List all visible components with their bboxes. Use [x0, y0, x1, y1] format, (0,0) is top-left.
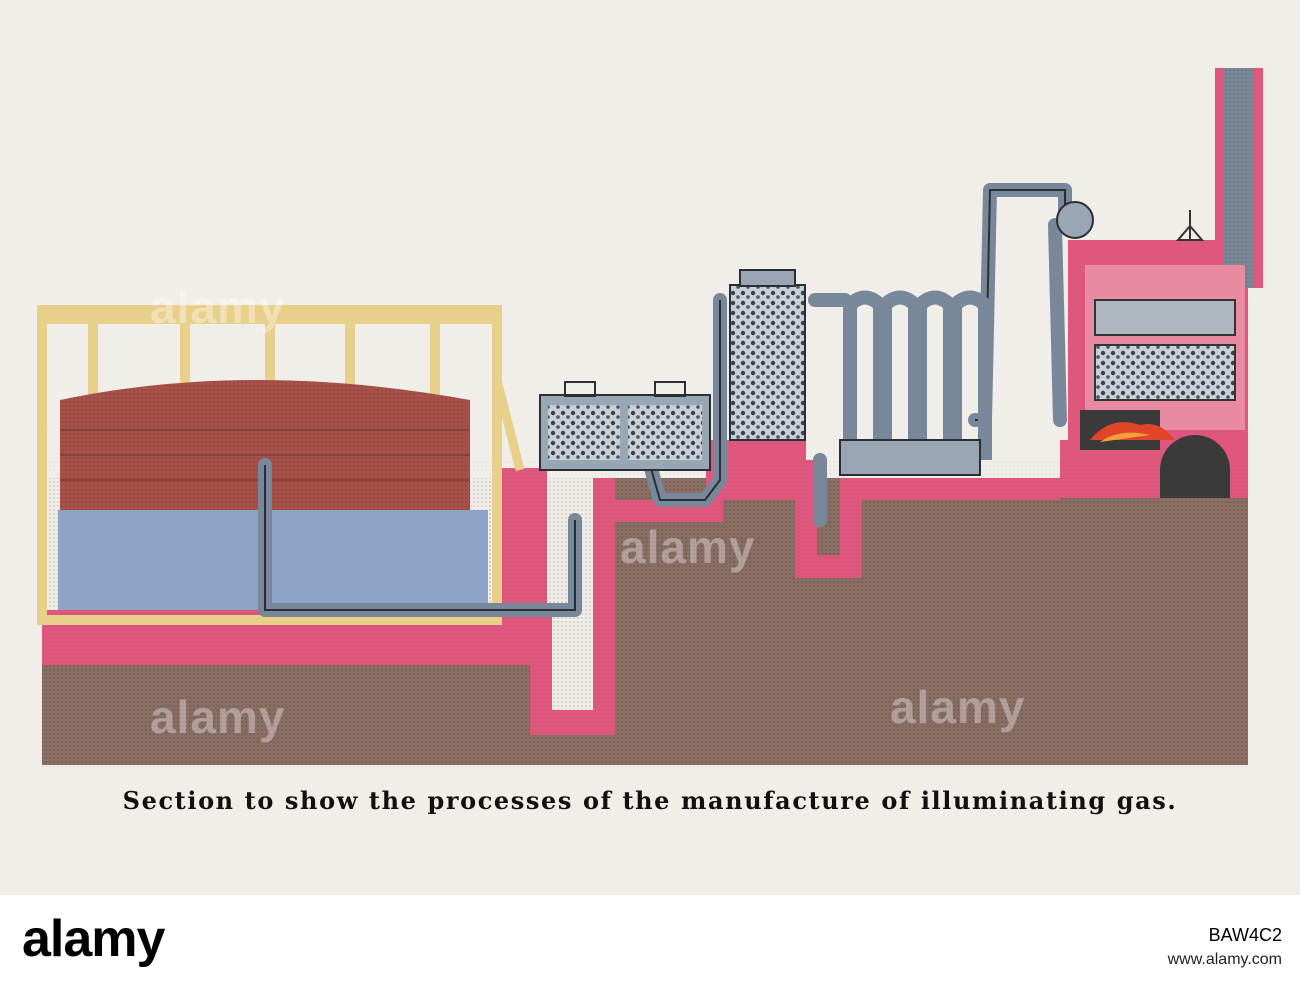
scrubber	[729, 269, 806, 441]
figure-caption: Section to show the processes of the man…	[122, 786, 1178, 815]
condenser	[839, 290, 992, 476]
footer-bar: alamy BAW4C2 www.alamy.com	[0, 895, 1300, 985]
purifier	[539, 381, 711, 471]
engraving-plate: alamy alamy alamy alamy Section to show …	[0, 0, 1300, 895]
gasholder	[37, 305, 525, 625]
watermark: alamy	[620, 521, 756, 573]
watermark: alamy	[150, 691, 286, 743]
watermark: alamy	[890, 681, 1026, 733]
retort-furnace	[1080, 210, 1245, 498]
image-id: BAW4C2	[1208, 925, 1282, 945]
watermark: alamy	[150, 281, 286, 333]
site-link[interactable]: www.alamy.com	[1167, 951, 1282, 968]
chimney	[1224, 68, 1254, 288]
valve-sphere	[1056, 201, 1094, 239]
alamy-logo[interactable]: alamy	[22, 910, 165, 968]
gas-works-section-diagram	[37, 68, 1263, 770]
